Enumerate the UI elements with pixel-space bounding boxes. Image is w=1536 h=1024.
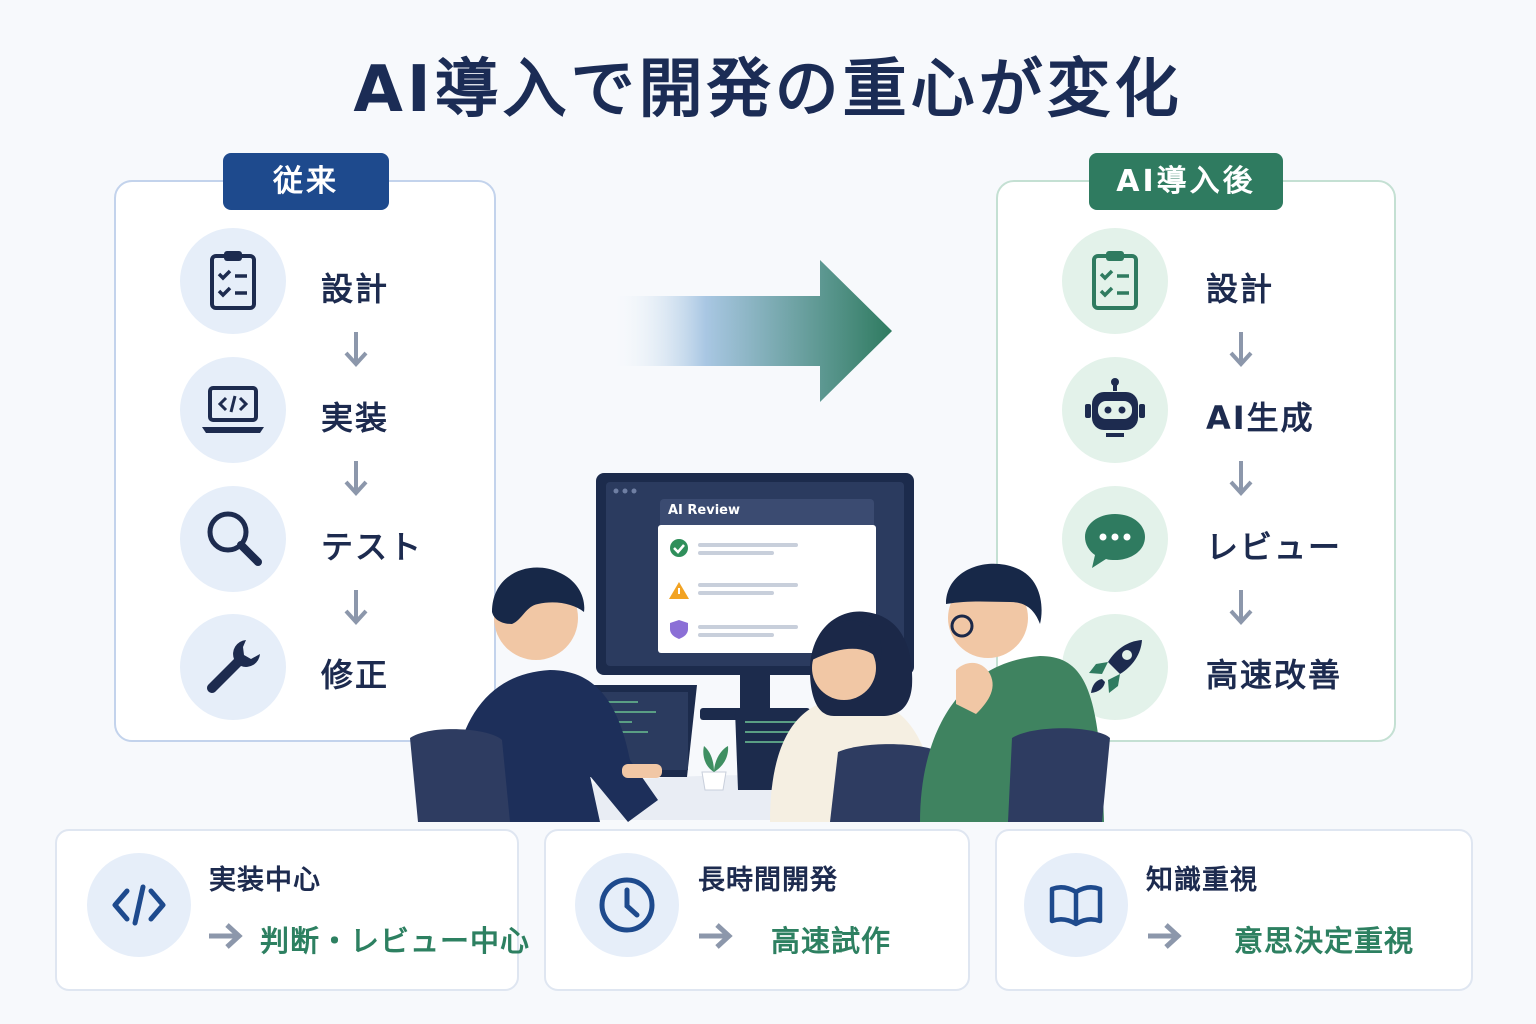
arrow-down-icon	[1229, 461, 1253, 496]
book-icon	[1049, 885, 1103, 927]
card-sub: 意思決定重視	[1234, 924, 1415, 958]
before-step-implement	[180, 357, 286, 463]
arrow-down-icon	[1229, 332, 1253, 367]
before-step-test	[180, 486, 286, 592]
clock-icon	[599, 877, 655, 933]
after-step-review	[1062, 486, 1168, 592]
card-icon-wrap	[1024, 853, 1128, 957]
before-step-label: 設計	[321, 270, 390, 308]
card-icon-wrap	[87, 853, 191, 957]
after-step-label: レビュー	[1206, 528, 1343, 566]
chat-bubble-icon	[1085, 514, 1145, 568]
after-step-label: 高速改善	[1206, 656, 1343, 694]
clipboard-icon	[1092, 251, 1138, 310]
before-step-label: 実装	[321, 399, 390, 437]
before-step-design	[180, 228, 286, 334]
screen-title: AI Review	[668, 503, 741, 518]
card-sub: 判断・レビュー中心	[260, 924, 531, 958]
arrow-down-icon	[1229, 590, 1253, 625]
after-step-label: AI生成	[1206, 399, 1315, 437]
team-illustration	[410, 473, 1110, 822]
laptop-code-icon	[202, 386, 264, 433]
page-title: AI導入で開発の重心が変化	[353, 53, 1183, 127]
card-title: 長時間開発	[698, 865, 838, 896]
after-step-ai	[1062, 357, 1168, 463]
before-step-label: 修正	[321, 656, 390, 694]
card-title: 知識重視	[1146, 865, 1258, 896]
arrow-down-icon	[344, 461, 368, 496]
clipboard-icon	[210, 251, 256, 310]
card-title: 実装中心	[209, 865, 321, 896]
arrow-right-icon	[1148, 923, 1182, 949]
card-sub: 高速試作	[771, 924, 892, 958]
arrow-down-icon	[344, 590, 368, 625]
rocket-icon	[1089, 640, 1142, 693]
wrench-icon	[207, 640, 260, 693]
after-step-design	[1062, 228, 1168, 334]
after-step-label: 設計	[1206, 270, 1275, 308]
code-icon	[112, 884, 166, 926]
transition-arrow-icon	[605, 260, 892, 402]
before-panel	[114, 180, 496, 742]
before-step-label: テスト	[321, 528, 424, 566]
arrow-right-icon	[209, 923, 243, 949]
robot-icon	[1085, 378, 1145, 437]
before-step-fix	[180, 614, 286, 720]
arrow-down-icon	[344, 332, 368, 367]
magnifier-icon	[207, 511, 262, 566]
before-badge: 従来	[223, 153, 389, 210]
arrow-right-icon	[699, 923, 733, 949]
after-badge: AI導入後	[1089, 153, 1283, 210]
card-icon-wrap	[575, 853, 679, 957]
